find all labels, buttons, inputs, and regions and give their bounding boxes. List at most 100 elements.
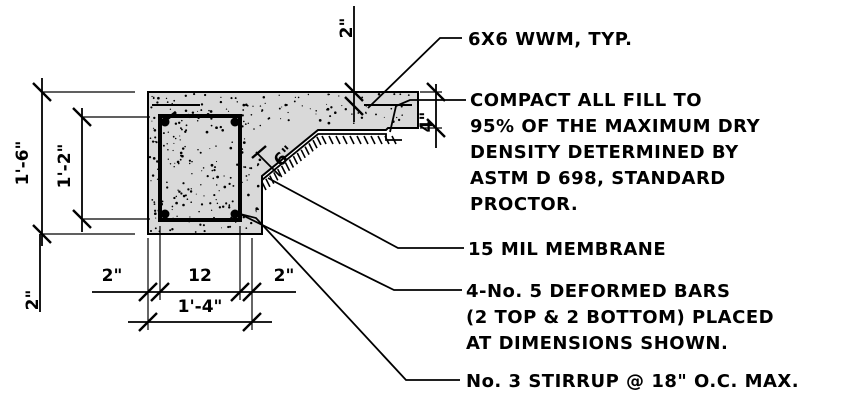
aggregate-speck — [213, 168, 216, 172]
aggregate-speck — [196, 120, 199, 122]
aggregate-speck — [245, 227, 248, 229]
aggregate-speck — [267, 117, 270, 120]
aggregate-speck — [166, 143, 168, 145]
aggregate-speck — [301, 105, 303, 107]
aggregate-speck — [199, 151, 202, 154]
aggregate-speck — [351, 113, 353, 115]
aggregate-speck — [294, 96, 297, 99]
aggregate-speck — [236, 163, 239, 166]
aggregate-speck — [181, 119, 183, 122]
aggregate-speck — [245, 175, 248, 177]
aggregate-speck — [175, 195, 178, 198]
aggregate-speck — [365, 112, 367, 115]
aggregate-speck — [180, 154, 182, 157]
aggregate-speck — [250, 167, 253, 170]
aggregate-speck — [193, 93, 196, 96]
aggregate-speck — [171, 102, 173, 105]
aggregate-speck — [205, 130, 209, 134]
earth-hatch-mark — [261, 181, 267, 191]
aggregate-speck — [219, 100, 223, 104]
aggregate-speck — [167, 158, 169, 160]
dim-top-cover — [344, 6, 364, 122]
aggregate-speck — [179, 151, 183, 155]
aggregate-speck — [213, 166, 217, 169]
aggregate-speck — [250, 221, 253, 225]
aggregate-speck — [182, 203, 185, 207]
aggregate-speck — [232, 184, 235, 187]
aggregate-speck — [151, 120, 153, 122]
aggregate-speck — [309, 108, 311, 110]
aggregate-speck — [173, 165, 175, 168]
aggregate-speck — [167, 131, 169, 133]
aggregate-speck — [390, 107, 393, 110]
dim-bar-spacing-label: 12 — [188, 266, 212, 286]
leaders — [235, 37, 466, 381]
aggregate-speck — [179, 158, 182, 161]
dim-side-cover-left-label: 2" — [102, 266, 123, 286]
aggregate-speck — [243, 120, 245, 123]
aggregate-speck — [152, 97, 155, 100]
aggregate-speck — [259, 105, 262, 107]
aggregate-speck — [209, 202, 212, 205]
aggregate-speck — [215, 161, 218, 163]
aggregate-speck — [227, 225, 230, 229]
rebar-top-right — [230, 117, 240, 127]
aggregate-speck — [255, 211, 257, 213]
aggregate-speck — [250, 113, 253, 116]
dim-bottom-string — [92, 226, 296, 302]
aggregate-speck — [258, 158, 262, 162]
aggregate-speck — [152, 157, 156, 160]
earth-hatch-mark — [328, 135, 334, 145]
aggregate-speck — [280, 118, 282, 120]
aggregate-speck — [184, 194, 187, 197]
aggregate-speck — [315, 113, 317, 115]
aggregate-speck — [172, 135, 175, 138]
aggregate-speck — [243, 166, 245, 168]
aggregate-speck — [166, 101, 169, 103]
aggregate-speck — [225, 108, 228, 110]
dim-overall-height — [32, 78, 135, 246]
aggregate-speck — [179, 135, 181, 137]
aggregate-speck — [246, 104, 249, 107]
aggregate-speck — [329, 115, 332, 118]
aggregate-speck — [241, 181, 244, 183]
aggregate-speck — [244, 123, 247, 125]
note-wwm: 6X6 WWM, TYP. — [468, 29, 632, 50]
aggregate-speck — [242, 109, 245, 111]
aggregate-speck — [209, 148, 211, 150]
aggregate-speck — [176, 160, 180, 164]
earth-hatch-mark — [384, 135, 390, 145]
note-fill-2: 95% OF THE MAXIMUM DRY — [470, 116, 761, 137]
aggregate-speck — [318, 119, 322, 122]
aggregate-speck — [173, 196, 176, 200]
aggregate-speck — [155, 141, 158, 144]
earth-hatch-mark — [280, 165, 287, 175]
earth-hatch-mark — [335, 135, 341, 145]
aggregate-speck — [278, 107, 281, 110]
aggregate-speck — [199, 223, 202, 226]
note-bars-2: (2 TOP & 2 BOTTOM) PLACED — [466, 307, 774, 328]
aggregate-speck — [228, 182, 231, 186]
aggregate-speck — [180, 127, 182, 130]
aggregate-speck — [216, 127, 218, 129]
aggregate-speck — [229, 146, 233, 150]
aggregate-speck — [166, 186, 169, 189]
aggregate-speck — [171, 227, 174, 231]
aggregate-speck — [220, 227, 223, 229]
aggregate-speck — [202, 224, 205, 227]
aggregate-speck — [221, 205, 225, 208]
aggregate-speck — [244, 166, 247, 169]
note-fill-4: ASTM D 698, STANDARD — [470, 168, 726, 189]
note-stirrup: No. 3 STIRRUP @ 18" O.C. MAX. — [466, 371, 799, 392]
earth-hatch-mark — [377, 135, 383, 145]
aggregate-speck — [257, 163, 260, 166]
note-fill-1: COMPACT ALL FILL TO — [470, 90, 702, 111]
dim-side-cover-right-label: 2" — [274, 266, 295, 286]
aggregate-speck — [278, 94, 280, 96]
earth-hatch-mark — [312, 139, 318, 149]
aggregate-speck — [216, 184, 218, 186]
aggregate-speck — [157, 96, 160, 100]
aggregate-speck — [191, 111, 195, 114]
dim-inner-height — [72, 107, 150, 232]
aggregate-speck — [182, 194, 186, 198]
